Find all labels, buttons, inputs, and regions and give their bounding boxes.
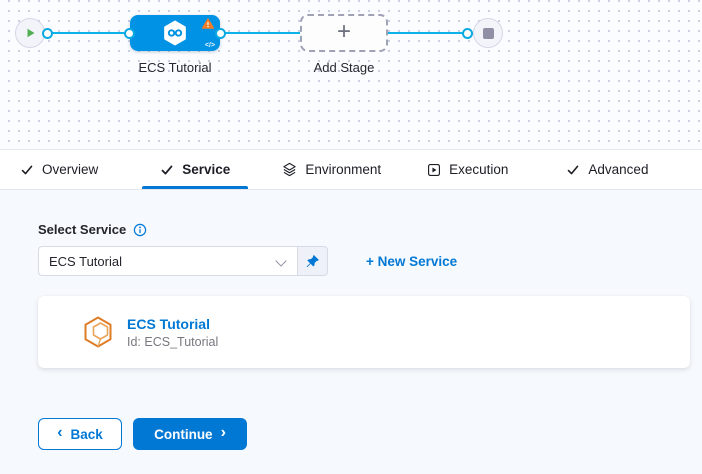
continue-button[interactable]: Continue › — [133, 418, 247, 450]
service-panel: Select Service ECS Tutorial — [0, 190, 702, 474]
connector-dot — [124, 28, 135, 39]
pipeline-canvas: </> ECS Tutorial + Add Stage — [0, 0, 702, 150]
tab-label: Advanced — [588, 162, 649, 177]
chevron-down-icon — [275, 255, 287, 267]
select-service-label: Select Service — [38, 222, 127, 237]
warning-icon[interactable] — [202, 18, 214, 29]
pipeline-connector-line — [47, 32, 467, 34]
pipeline-end-node — [473, 18, 503, 48]
pin-service-button[interactable] — [298, 246, 328, 276]
stage-tabs: Overview Service Environment — [0, 150, 702, 190]
info-icon[interactable] — [133, 223, 147, 237]
environment-icon — [282, 162, 297, 177]
connector-dot — [215, 28, 226, 39]
play-icon — [23, 26, 37, 40]
tab-service[interactable]: Service — [140, 150, 250, 189]
service-select-value: ECS Tutorial — [49, 253, 122, 269]
service-card-title[interactable]: ECS Tutorial — [127, 315, 210, 332]
tab-execution[interactable]: Execution — [407, 150, 528, 189]
tab-overview[interactable]: Overview — [0, 150, 118, 189]
continue-button-label: Continue — [154, 426, 213, 442]
stop-icon — [482, 27, 494, 39]
service-select[interactable]: ECS Tutorial — [38, 246, 298, 276]
tab-advanced[interactable]: Advanced — [546, 150, 668, 189]
tab-label: Service — [182, 162, 231, 177]
code-icon: </> — [204, 42, 215, 49]
chevron-left-icon: ‹ — [57, 424, 63, 441]
pin-icon — [305, 254, 320, 269]
stage-node-label: ECS Tutorial — [138, 60, 212, 75]
tab-label: Execution — [449, 162, 509, 177]
check-icon — [566, 163, 580, 177]
pipeline-start-node — [15, 18, 45, 48]
stage-node-ecs-tutorial[interactable]: </> — [130, 15, 220, 51]
check-icon — [160, 163, 174, 177]
check-icon — [20, 163, 34, 177]
tab-label: Environment — [305, 162, 382, 177]
connector-dot — [462, 28, 473, 39]
back-button[interactable]: ‹ Back — [38, 418, 122, 450]
connector-dot — [42, 28, 53, 39]
add-stage-label: Add Stage — [313, 60, 375, 75]
harness-cd-icon — [162, 20, 188, 51]
back-button-label: Back — [70, 426, 103, 442]
tab-environment[interactable]: Environment — [262, 150, 401, 189]
tab-label: Overview — [42, 162, 99, 177]
new-service-button[interactable]: + New Service — [366, 253, 458, 269]
execution-icon — [427, 163, 441, 177]
add-stage-button[interactable]: + — [300, 14, 388, 52]
service-card[interactable]: ECS Tutorial Id: ECS_Tutorial — [38, 296, 690, 368]
chevron-right-icon: › — [220, 424, 226, 441]
service-card-id: Id: ECS_Tutorial — [127, 334, 219, 349]
service-hexagon-icon — [83, 315, 113, 349]
plus-icon: + — [336, 18, 351, 45]
